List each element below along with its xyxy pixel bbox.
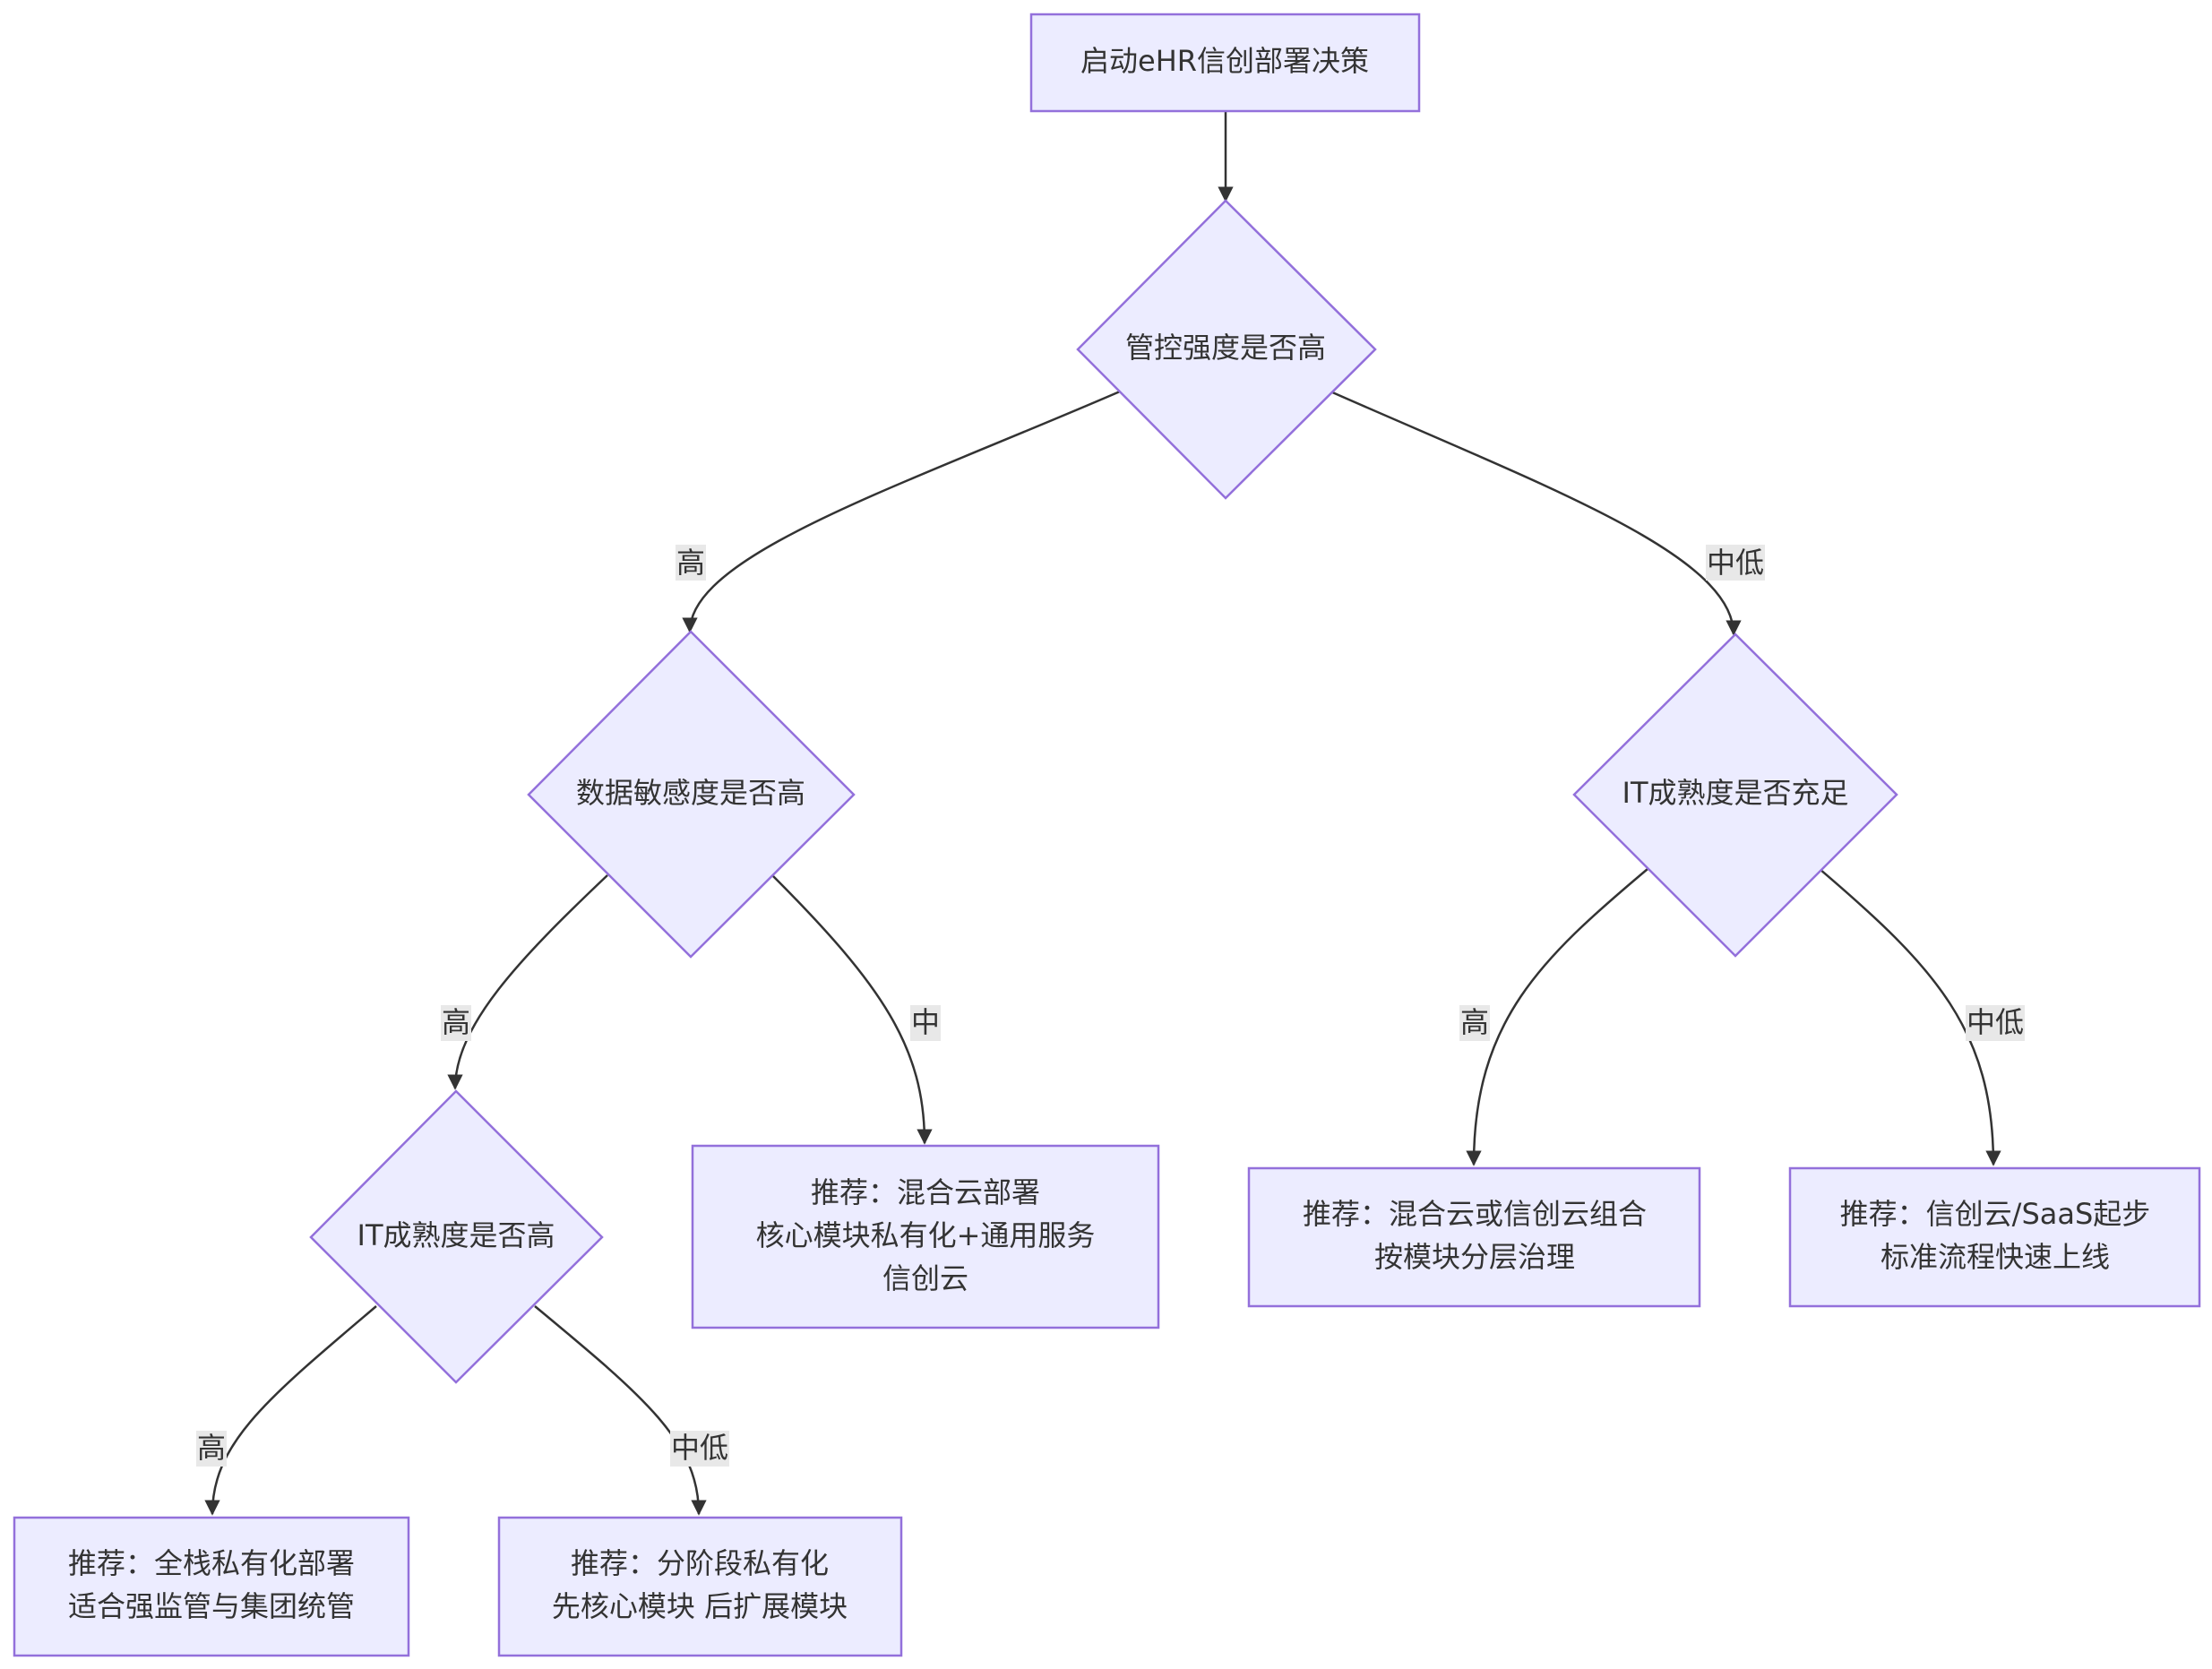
svg-text:推荐：信创云/SaaS起步: 推荐：信创云/SaaS起步 xyxy=(1840,1197,2151,1231)
result-hybrid-cloud: 推荐：混合云部署 核心模块私有化+通用服务 信创云 xyxy=(691,1144,1160,1329)
svg-text:高: 高 xyxy=(1460,1005,1489,1039)
svg-text:中低: 中低 xyxy=(1967,1005,2024,1039)
svg-text:推荐：混合云或信创云组合: 推荐：混合云或信创云组合 xyxy=(1303,1197,1647,1231)
decision-it-maturity-left: IT成熟度是否高 xyxy=(309,1089,604,1384)
svg-text:中低: 中低 xyxy=(1707,546,1764,580)
result-hybrid-combo: 推荐：混合云或信创云组合 按模块分层治理 xyxy=(1247,1166,1701,1308)
edge-it-right-high xyxy=(1466,868,1648,1166)
svg-text:推荐：全栈私有化部署: 推荐：全栈私有化部署 xyxy=(68,1546,355,1580)
svg-text:推荐：分阶段私有化: 推荐：分阶段私有化 xyxy=(571,1546,829,1580)
svg-text:中: 中 xyxy=(911,1005,940,1039)
svg-text:高: 高 xyxy=(676,546,705,580)
edge-it-right-midlow xyxy=(1819,868,2001,1166)
edge-control-high xyxy=(682,390,1121,633)
edge-label-control-midlow: 中低 xyxy=(1706,545,1765,581)
edge-label-it-right-high: 高 xyxy=(1459,1005,1490,1041)
svg-text:按模块分层治理: 按模块分层治理 xyxy=(1374,1240,1575,1274)
edge-it-left-high xyxy=(204,1305,377,1516)
svg-text:高: 高 xyxy=(197,1431,226,1465)
edge-sensitivity-mid xyxy=(771,874,933,1145)
svg-text:先核心模块 后扩展模块: 先核心模块 后扩展模块 xyxy=(552,1589,848,1623)
result-full-private: 推荐：全栈私有化部署 适合强监管与集团统管 xyxy=(13,1516,410,1657)
svg-text:数据敏感度是否高: 数据敏感度是否高 xyxy=(576,776,805,810)
svg-text:核心模块私有化+通用服务: 核心模块私有化+通用服务 xyxy=(756,1218,1096,1252)
svg-text:IT成熟度是否充足: IT成熟度是否充足 xyxy=(1622,776,1849,810)
svg-text:推荐：混合云部署: 推荐：混合云部署 xyxy=(811,1175,1040,1209)
svg-text:信创云: 信创云 xyxy=(882,1261,968,1295)
result-saas-start: 推荐：信创云/SaaS起步 标准流程快速上线 xyxy=(1788,1166,2201,1308)
result-phased-private: 推荐：分阶段私有化 先核心模块 后扩展模块 xyxy=(497,1516,903,1657)
decision-control-intensity: 管控强度是否高 xyxy=(1076,199,1377,500)
decision-data-sensitivity: 数据敏感度是否高 xyxy=(527,630,856,959)
edge-sensitivity-high xyxy=(447,874,608,1090)
edge-label-it-left-midlow: 中低 xyxy=(670,1431,729,1467)
svg-text:启动eHR信创部署决策: 启动eHR信创部署决策 xyxy=(1080,44,1369,78)
edge-control-midlow xyxy=(1330,390,1742,636)
svg-text:中低: 中低 xyxy=(671,1431,728,1465)
edge-label-it-right-midlow: 中低 xyxy=(1966,1005,2025,1041)
decision-it-maturity-right: IT成熟度是否充足 xyxy=(1572,632,1898,958)
svg-text:适合强监管与集团统管: 适合强监管与集团统管 xyxy=(68,1589,355,1623)
edge-it-left-midlow xyxy=(534,1305,707,1516)
edge-label-sensitivity-mid: 中 xyxy=(910,1005,941,1041)
svg-text:IT成熟度是否高: IT成熟度是否高 xyxy=(357,1218,555,1252)
svg-text:管控强度是否高: 管控强度是否高 xyxy=(1125,331,1326,365)
svg-text:高: 高 xyxy=(442,1005,470,1039)
start-node: 启动eHR信创部署决策 xyxy=(1029,13,1421,113)
edge-label-sensitivity-high: 高 xyxy=(441,1005,471,1041)
svg-text:标准流程快速上线: 标准流程快速上线 xyxy=(1881,1240,2110,1274)
edge-label-it-left-high: 高 xyxy=(196,1431,227,1467)
edge-label-control-high: 高 xyxy=(676,545,706,581)
